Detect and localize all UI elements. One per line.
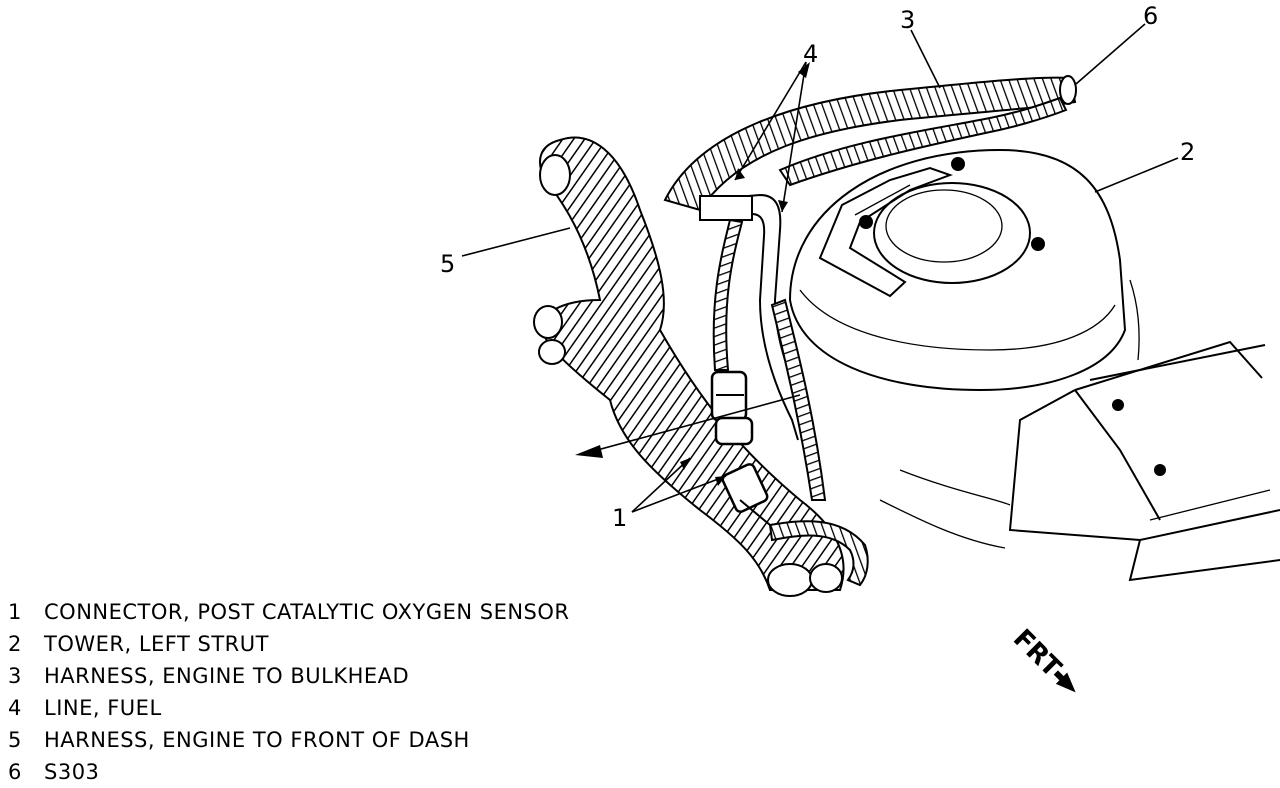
harness-engine-to-bulkhead bbox=[663, 75, 1077, 212]
callout-numbers: 3 6 4 2 5 1 bbox=[440, 2, 1195, 532]
legend-number: 3 bbox=[8, 664, 22, 688]
legend-item: 1 CONNECTOR, POST CATALYTIC OXYGEN SENSOR bbox=[8, 596, 570, 628]
legend-number: 6 bbox=[8, 760, 22, 784]
callout-number-4: 4 bbox=[803, 40, 818, 68]
legend-item: 3 HARNESS, ENGINE TO BULKHEAD bbox=[8, 660, 570, 692]
legend-text: HARNESS, ENGINE TO BULKHEAD bbox=[44, 664, 410, 688]
legend-number: 4 bbox=[8, 696, 22, 720]
leader-lines bbox=[461, 23, 1179, 513]
legend-text: TOWER, LEFT STRUT bbox=[44, 632, 269, 656]
front-direction-marker: FRT bbox=[1007, 624, 1076, 693]
legend-item: 2 TOWER, LEFT STRUT bbox=[8, 628, 570, 660]
legend-number: 1 bbox=[8, 600, 22, 624]
oxygen-sensor-connector bbox=[710, 370, 771, 526]
legend: 1 CONNECTOR, POST CATALYTIC OXYGEN SENSOR… bbox=[8, 596, 570, 788]
callout-number-1: 1 bbox=[612, 504, 627, 532]
legend-number: 5 bbox=[8, 728, 22, 752]
legend-number: 2 bbox=[8, 632, 22, 656]
harness-engine-to-front-of-dash bbox=[533, 136, 845, 597]
legend-item: 4 LINE, FUEL bbox=[8, 692, 570, 724]
legend-item: 5 HARNESS, ENGINE TO FRONT OF DASH bbox=[8, 724, 570, 756]
callout-number-6: 6 bbox=[1143, 2, 1158, 30]
harness-branch bbox=[712, 218, 869, 587]
legend-text: CONNECTOR, POST CATALYTIC OXYGEN SENSOR bbox=[44, 600, 570, 624]
legend-text: S303 bbox=[44, 760, 100, 784]
legend-text: LINE, FUEL bbox=[44, 696, 162, 720]
front-direction-arrow-icon bbox=[1055, 672, 1076, 693]
fender-structure bbox=[879, 340, 1280, 582]
legend-text: HARNESS, ENGINE TO FRONT OF DASH bbox=[44, 728, 470, 752]
callout-number-5: 5 bbox=[440, 250, 455, 278]
callout-number-2: 2 bbox=[1180, 138, 1195, 166]
legend-item: 6 S303 bbox=[8, 756, 570, 788]
callout-number-3: 3 bbox=[900, 6, 915, 34]
pointer-bolt bbox=[575, 394, 801, 458]
strut-tower bbox=[788, 148, 1140, 392]
